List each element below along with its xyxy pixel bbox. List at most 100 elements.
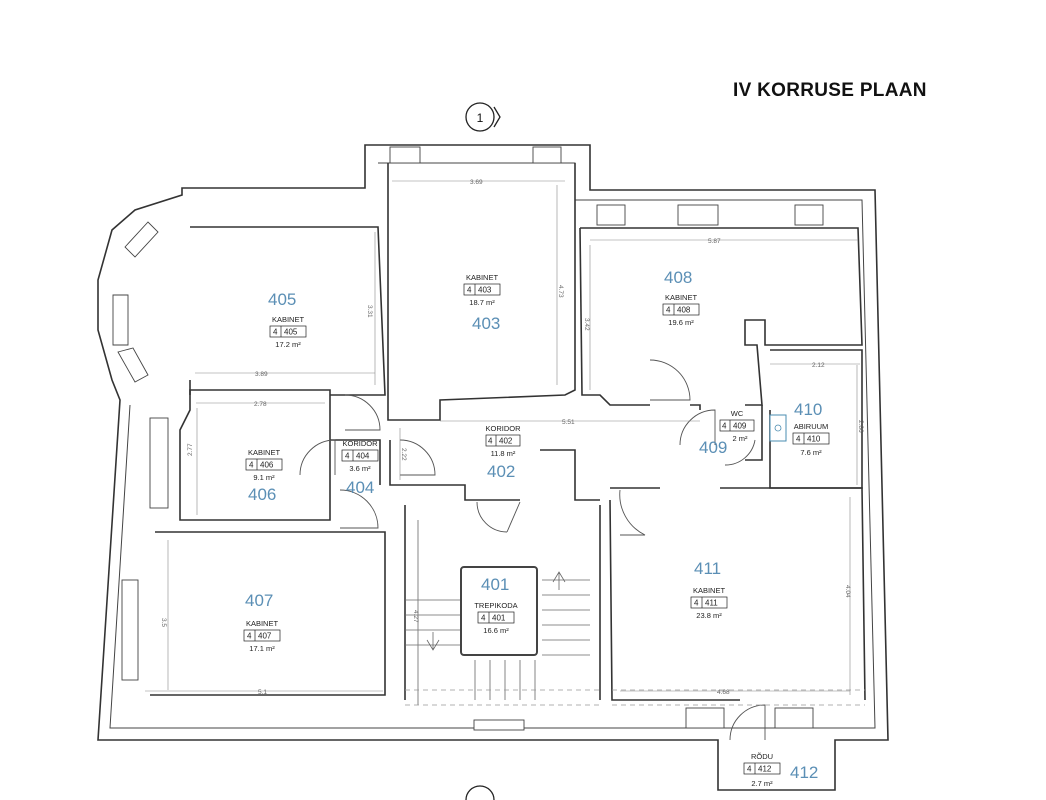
- windows: [112, 146, 824, 731]
- room-area: 19.6 m²: [668, 318, 694, 327]
- room-tag-floor: 4: [488, 437, 493, 446]
- room-tag-number: 409: [733, 422, 747, 431]
- room-number: 409: [699, 438, 727, 457]
- room-number: 402: [487, 462, 515, 481]
- room-403: KABINET 4 403 18.7 m² 403: [463, 273, 500, 333]
- room-tag-number: 408: [677, 306, 691, 315]
- room-tag-number: 403: [478, 286, 492, 295]
- room-tag-floor: 4: [345, 452, 350, 461]
- room-404: KORIDOR 4 404 3.6 m² 404: [341, 439, 379, 497]
- dim-408-height: 3.42: [583, 318, 590, 331]
- dim-406-height: 2.77: [187, 443, 194, 456]
- dim-402-width: 5.51: [562, 419, 575, 426]
- room-area: 17.1 m²: [249, 644, 275, 653]
- room-411: 411 KABINET 4 411 23.8 m²: [690, 559, 728, 620]
- room-area: 9.1 m²: [253, 473, 275, 482]
- interior-walls: [150, 163, 866, 701]
- room-name: TREPIKODA: [474, 601, 517, 610]
- dimension-lines: [145, 180, 860, 695]
- room-area: 18.7 m²: [469, 298, 495, 307]
- dim-403-width: 3.69: [470, 179, 483, 186]
- room-tag-number: 411: [705, 599, 718, 608]
- room-tag-floor: 4: [694, 599, 699, 608]
- dimension-labels: 3.69 4.73 5.87 3.42 3.31 3.89 2.78 2.77 …: [160, 179, 864, 696]
- room-402: KORIDOR 4 402 11.8 m² 402: [485, 424, 521, 481]
- room-name: KABINET: [246, 619, 279, 628]
- room-name: KORIDOR: [485, 424, 521, 433]
- room-name: KORIDOR: [342, 439, 378, 448]
- room-number: 403: [472, 314, 500, 333]
- room-tag-number: 405: [284, 328, 298, 337]
- room-name: KABINET: [466, 273, 499, 282]
- room-name: WC: [731, 409, 744, 418]
- room-407: 407 KABINET 4 407 17.1 m²: [243, 591, 281, 653]
- dim-410-width: 2.12: [812, 362, 825, 369]
- plan-title: IV KORRUSE PLAAN: [733, 80, 927, 101]
- room-tag-floor: 4: [747, 765, 752, 774]
- room-tag-floor: 4: [273, 328, 278, 337]
- room-number: 408: [664, 268, 692, 287]
- doors: [299, 359, 766, 741]
- outer-wall: [97, 144, 889, 791]
- dim-404-height: 2.22: [400, 448, 407, 461]
- sink-icon: [769, 414, 787, 442]
- section-marker-label: 1: [477, 111, 484, 125]
- dim-401-height: 4.27: [412, 610, 419, 623]
- room-tag-floor: 4: [247, 632, 252, 641]
- room-number: 406: [248, 485, 276, 504]
- staircase: [405, 520, 865, 706]
- room-area: 16.6 m²: [483, 626, 509, 635]
- dim-407-height: 3.5: [160, 618, 167, 627]
- room-area: 17.2 m²: [275, 340, 301, 349]
- room-tag-floor: 4: [722, 422, 727, 431]
- room-401: 401 TREPIKODA 4 401 16.6 m²: [474, 575, 517, 635]
- room-number: 405: [268, 290, 296, 309]
- dim-408-width: 5.87: [708, 238, 721, 245]
- room-tag-number: 412: [758, 765, 772, 774]
- room-area: 11.8 m²: [491, 449, 516, 458]
- dim-411-width: 4.68: [717, 689, 730, 696]
- room-tag-floor: 4: [796, 435, 801, 444]
- room-name: KABINET: [272, 315, 305, 324]
- room-number: 407: [245, 591, 273, 610]
- room-name: KABINET: [665, 293, 698, 302]
- section-marker-bottom: [465, 785, 495, 800]
- room-tag-number: 401: [492, 614, 506, 623]
- room-tag-number: 410: [807, 435, 821, 444]
- section-marker-top: 1: [465, 102, 501, 132]
- room-number: 404: [346, 478, 374, 497]
- dim-405-height: 3.31: [366, 305, 373, 318]
- room-tag-number: 402: [499, 437, 513, 446]
- room-tag-number: 407: [258, 632, 272, 641]
- dim-403-height: 4.73: [557, 285, 564, 298]
- room-name: KABINET: [248, 448, 281, 457]
- room-name: RÕDU: [751, 752, 773, 761]
- room-tag-floor: 4: [249, 461, 254, 470]
- room-area: 23.8 m²: [696, 611, 722, 620]
- room-area: 7.6 m²: [800, 448, 822, 457]
- room-name: ABIRUUM: [794, 422, 829, 431]
- room-tag-floor: 4: [481, 614, 486, 623]
- room-number: 401: [481, 575, 509, 594]
- room-area: 2.7 m²: [751, 779, 773, 788]
- room-name: KABINET: [693, 586, 726, 595]
- room-tag-floor: 4: [666, 306, 671, 315]
- room-tag-number: 406: [260, 461, 274, 470]
- room-409: WC 4 409 2 m² 409: [699, 409, 755, 457]
- room-406: KABINET 4 406 9.1 m² 406: [245, 448, 283, 504]
- room-410: 410 ABIRUUM 4 410 7.6 m²: [792, 400, 830, 457]
- room-number: 411: [694, 559, 721, 578]
- room-area: 2 m²: [733, 434, 749, 443]
- dim-405-width: 3.89: [255, 371, 268, 378]
- room-number: 410: [794, 400, 822, 419]
- room-tag-floor: 4: [467, 286, 472, 295]
- dim-410-height: 2.86: [857, 420, 864, 433]
- room-tag-number: 404: [356, 452, 370, 461]
- room-number: 412: [790, 763, 818, 782]
- dim-411-height: 4.04: [844, 585, 851, 598]
- dim-407-width: 5.1: [258, 689, 267, 696]
- room-408: 408 KABINET 4 408 19.6 m²: [662, 268, 700, 327]
- room-412: RÕDU 4 412 2.7 m² 412: [743, 752, 818, 788]
- room-area: 3.6 m²: [349, 464, 371, 473]
